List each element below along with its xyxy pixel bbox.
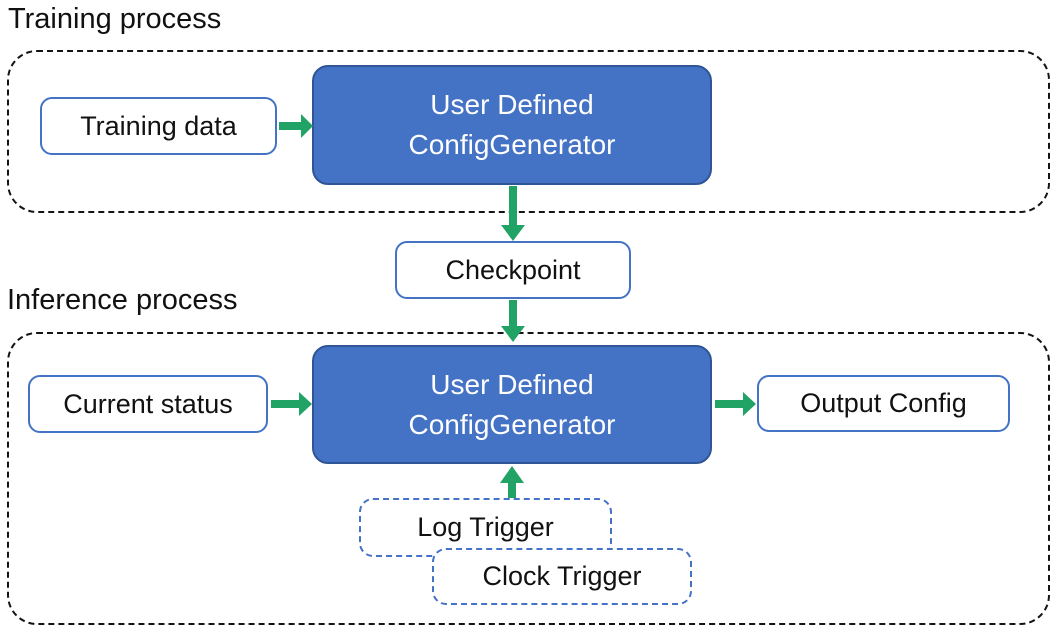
- inference-process-container: [7, 332, 1050, 625]
- output-config-label: Output Config: [800, 388, 967, 418]
- checkpoint-box: Checkpoint: [395, 241, 631, 299]
- inference-config-generator-label-line1: User Defined: [430, 368, 594, 400]
- inference-config-generator-box: User Defined ConfigGenerator: [312, 345, 712, 464]
- clock-trigger-box: Clock Trigger: [432, 548, 692, 605]
- current-status-label: Current status: [63, 388, 233, 419]
- current-status-box: Current status: [28, 375, 268, 433]
- training-process-title: Training process: [8, 3, 222, 35]
- training-config-generator-box: User Defined ConfigGenerator: [312, 65, 712, 185]
- training-config-generator-label-line1: User Defined: [430, 89, 594, 120]
- training-data-box: Training data: [40, 97, 277, 155]
- training-process-container: [7, 50, 1050, 213]
- inference-config-generator-label-line2: ConfigGenerator: [408, 408, 616, 440]
- output-config-box: Output Config: [757, 375, 1010, 432]
- training-config-generator-label-line2: ConfigGenerator: [408, 129, 616, 160]
- log-trigger-label: Log Trigger: [417, 512, 554, 542]
- training-data-label: Training data: [80, 110, 237, 141]
- inference-process-title: Inference process: [7, 284, 238, 316]
- log-trigger-box: Log Trigger: [359, 498, 612, 557]
- checkpoint-label: Checkpoint: [445, 254, 581, 285]
- clock-trigger-label: Clock Trigger: [482, 561, 642, 591]
